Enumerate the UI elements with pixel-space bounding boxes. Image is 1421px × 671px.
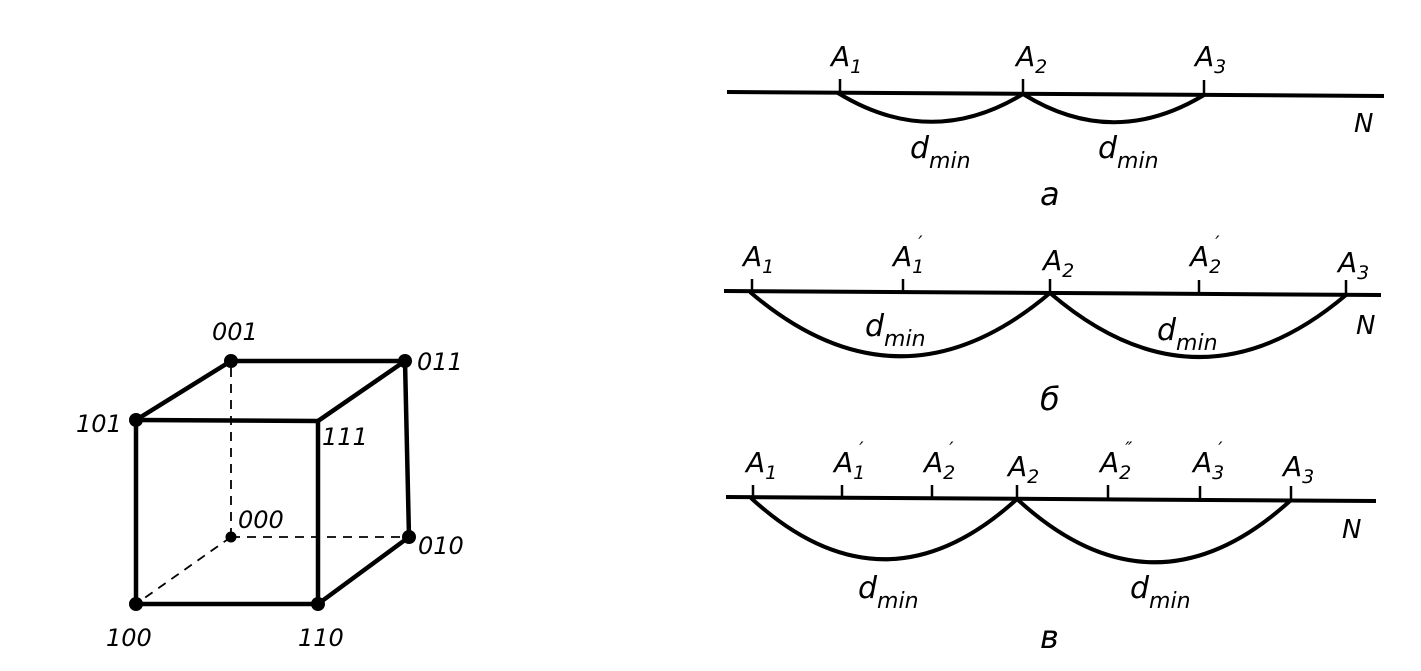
cube-vertex-010-label: 010: [418, 532, 464, 560]
cube-vertex-110-dot: [311, 597, 325, 611]
cube-vertex-011-label: 011: [417, 348, 463, 376]
panel-c-arc-1: [749, 496, 1019, 562]
panel-c-point-5: A2″: [1098, 438, 1132, 484]
panel-b-arc-1: [748, 290, 1052, 359]
cube-edge-110-010: [315, 534, 412, 607]
cube-edge-011-010: [402, 358, 412, 540]
panel-a-caption: а: [1040, 175, 1060, 213]
cube-vertex-111-label: 111: [322, 423, 368, 451]
panel-c-dmin-2: dmin: [1130, 571, 1191, 614]
cube-vertex-001-dot: [224, 354, 238, 368]
cube-edge-001-101: [133, 358, 234, 423]
panel-a-axis-label: N: [1354, 109, 1373, 139]
cube-vertex-101-dot: [129, 413, 143, 427]
cube-vertex-100-dot: [129, 597, 143, 611]
panel-b-dmin-1: dmin: [865, 309, 926, 352]
cube-edge-011-111: [315, 358, 408, 424]
panel-b-dmin-2: dmin: [1157, 313, 1218, 356]
cube-vertex-100-label: 100: [106, 624, 152, 652]
panel-c-dmin-1: dmin: [858, 571, 919, 614]
panel-c-axis: [725, 495, 1377, 503]
panel-c-point-2: A1′: [832, 438, 865, 484]
panel-b-point-3: A2: [1041, 244, 1074, 282]
panel-a-point-3: A3: [1193, 40, 1226, 78]
panel-c-point-6: A3′: [1191, 438, 1224, 484]
panel-a-arc-1: [836, 91, 1025, 124]
panel-a-point-2: A2: [1014, 40, 1047, 78]
cube-vertex-011-dot: [398, 354, 412, 368]
cube-vertex-001-label: 001: [212, 318, 258, 346]
panel-a-point-1: A1: [829, 40, 862, 78]
panel-a-dmin-2: dmin: [1098, 131, 1159, 174]
panel-c-point-7: A3: [1281, 450, 1314, 488]
panel-a-axis: [726, 90, 1385, 98]
panel-b-point-2: A1′: [891, 232, 924, 278]
cube-vertex-010-dot: [402, 530, 416, 544]
cube-edge-000-100: [135, 536, 232, 605]
panel-b-arc-2: [1048, 291, 1348, 359]
cube-edge-101-111: [133, 417, 321, 424]
cube-vertex-000-label: 000: [238, 506, 284, 534]
panel-b-caption: б: [1040, 380, 1060, 418]
panel-a-arc-2: [1021, 92, 1206, 125]
panel-c-axis-label: N: [1342, 515, 1361, 545]
cube-vertex-101-label: 101: [76, 410, 122, 438]
panel-c-point-1: A1: [744, 446, 777, 484]
panel-c-point-3: A2′: [922, 438, 955, 484]
panel-b-point-4: A2′: [1188, 232, 1221, 278]
panel-a-dmin-1: dmin: [910, 131, 971, 174]
panel-b: A1 A1′ A2 A2′ A3 dmin dmin N б: [723, 232, 1382, 418]
panel-b-point-1: A1: [741, 240, 774, 278]
binary-cube: 001 011 101 111 000 010 100 110: [76, 318, 464, 652]
panel-a: A1 A2 A3 dmin dmin N а: [726, 40, 1385, 213]
panel-c: A1 A1′ A2′ A2 A2″ A3′ A3 dmin dmin N в: [725, 438, 1377, 656]
panel-c-point-4: A2: [1006, 450, 1039, 488]
panel-c-arc-2: [1015, 497, 1293, 565]
cube-vertex-000-dot: [225, 531, 237, 543]
panel-b-axis-label: N: [1356, 311, 1375, 341]
cube-vertex-110-label: 110: [298, 624, 344, 652]
panel-c-caption: в: [1040, 618, 1059, 656]
panel-b-point-5: A3: [1336, 246, 1369, 284]
